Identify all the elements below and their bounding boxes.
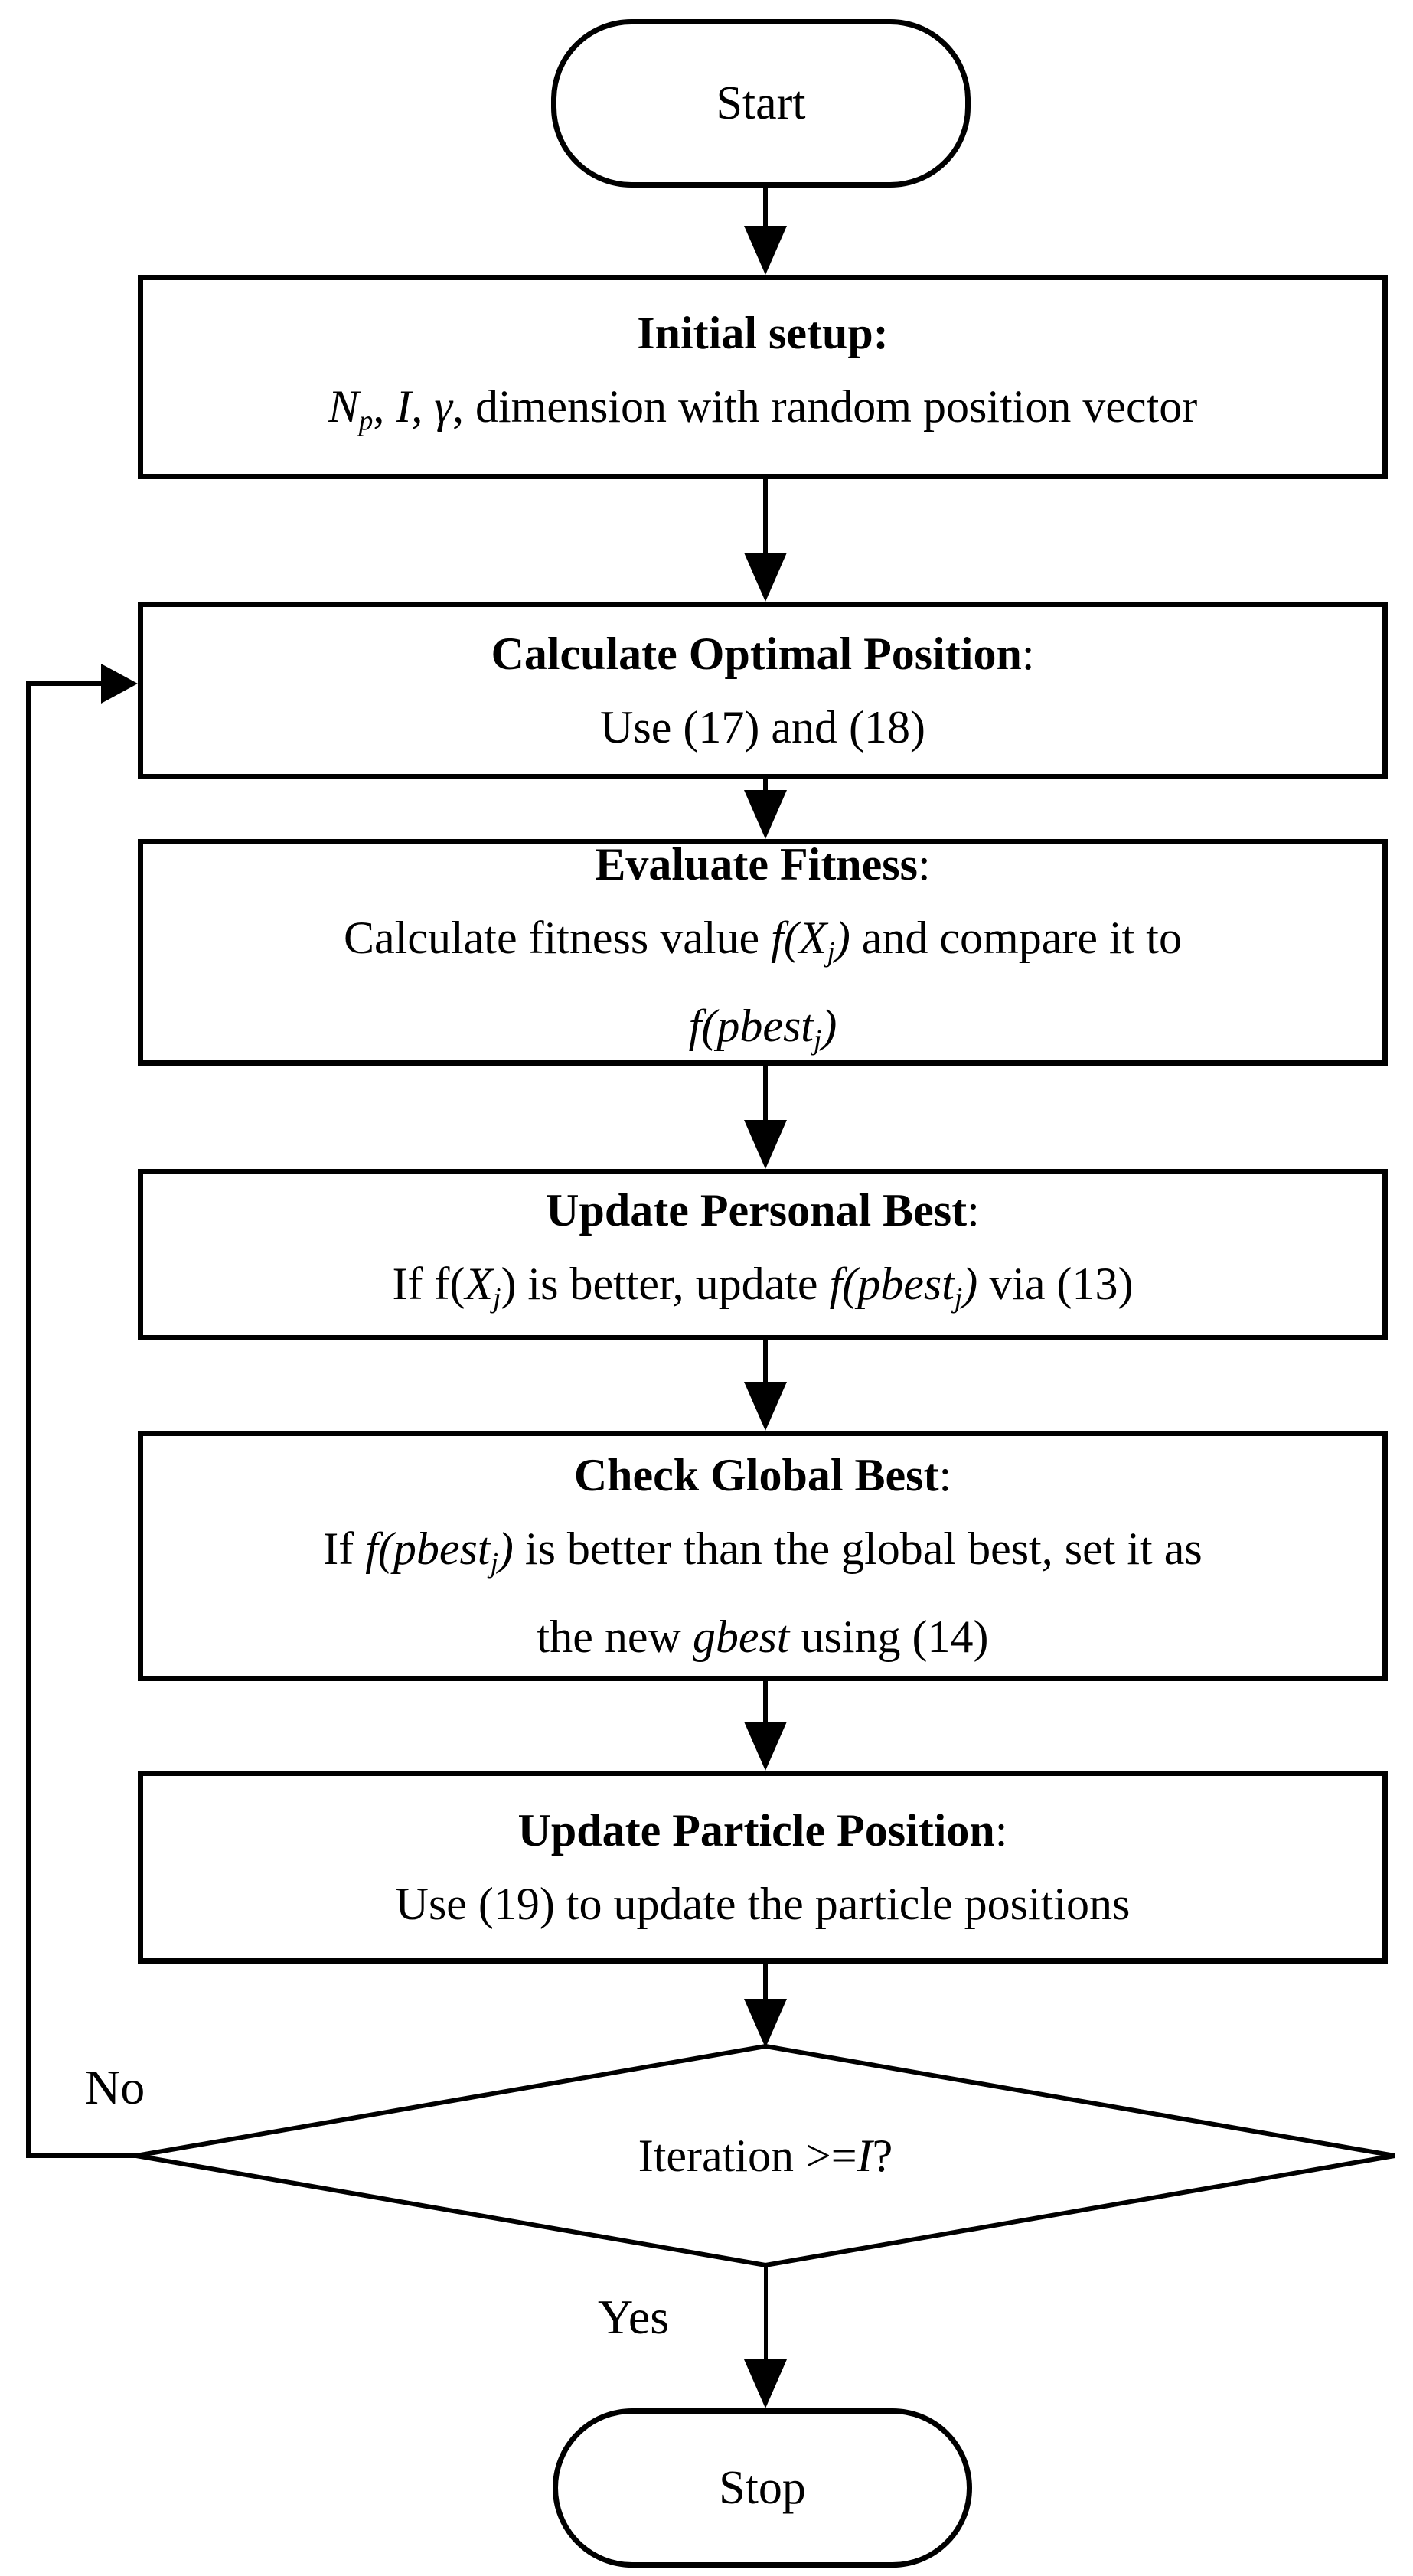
initial-setup-box: Initial setup: Np, I, γ, dimension with …	[138, 275, 1388, 479]
loop-line-vertical	[26, 681, 31, 2158]
update-personal-best-body: If f(Xj) is better, update f(pbestj) via…	[392, 1259, 1134, 1314]
update-particle-position-title: Update Particle Position:	[517, 1805, 1008, 1856]
check-global-best-title: Check Global Best:	[573, 1449, 952, 1500]
evaluate-fitness-body-line1: Calculate fitness value f(Xj) and compar…	[344, 912, 1182, 968]
flow-arrowhead-icon	[744, 1382, 787, 1431]
flow-arrowhead-icon	[744, 1722, 787, 1771]
stop-terminator: Stop	[553, 2408, 972, 2568]
flow-arrow-shaft	[763, 479, 768, 554]
flow-arrowhead-icon	[744, 1120, 787, 1169]
check-global-best-body-line2: the new gbest using (14)	[537, 1611, 989, 1663]
flow-arrowhead-icon	[744, 790, 787, 839]
update-particle-position-body: Use (19) to update the particle position…	[395, 1879, 1131, 1929]
start-terminator: Start	[551, 19, 971, 188]
loop-line-top	[26, 681, 103, 686]
initial-setup-body: Np, I, γ, dimension with random position…	[328, 380, 1198, 437]
flow-arrowhead-icon	[744, 226, 787, 275]
no-label: No	[80, 2059, 150, 2116]
check-global-best-box: Check Global Best: If f(pbestj) is bette…	[138, 1431, 1388, 1681]
decision-text: Iteration >= I ?	[638, 2130, 893, 2181]
update-personal-best-box: Update Personal Best: If f(Xj) is better…	[138, 1169, 1388, 1340]
stop-label: Stop	[719, 2461, 806, 2514]
flow-arrow-shaft	[763, 188, 768, 227]
flow-arrow-shaft	[764, 2264, 768, 2361]
flow-arrow-shaft	[763, 1681, 768, 1723]
loop-arrowhead-icon	[101, 664, 138, 704]
flow-arrow-shaft	[763, 1964, 768, 2000]
calculate-optimal-position-box: Calculate Optimal Position: Use (17) and…	[138, 602, 1388, 779]
flow-arrowhead-icon	[744, 2359, 787, 2408]
flow-arrow-shaft	[763, 1340, 768, 1383]
start-label: Start	[716, 77, 806, 129]
update-personal-best-title: Update Personal Best:	[546, 1185, 980, 1236]
evaluate-fitness-box: Evaluate Fitness: Calculate fitness valu…	[138, 839, 1388, 1066]
initial-setup-title: Initial setup:	[637, 307, 889, 358]
calculate-optimal-position-body: Use (17) and (18)	[600, 702, 925, 753]
yes-label: Yes	[593, 2289, 674, 2346]
flow-arrowhead-icon	[744, 553, 787, 602]
check-global-best-body-line1: If f(pbestj) is better than the global b…	[323, 1523, 1203, 1579]
evaluate-fitness-body-line2: f(pbestj)	[688, 1001, 837, 1056]
flow-arrow-shaft	[763, 779, 768, 792]
flow-arrow-shaft	[763, 1066, 768, 1121]
update-particle-position-box: Update Particle Position: Use (19) to up…	[138, 1771, 1388, 1964]
flow-arrowhead-icon	[744, 1999, 787, 2048]
evaluate-fitness-title: Evaluate Fitness:	[595, 838, 931, 890]
calculate-optimal-position-title: Calculate Optimal Position:	[491, 628, 1035, 679]
loop-line-bottom	[26, 2153, 141, 2158]
